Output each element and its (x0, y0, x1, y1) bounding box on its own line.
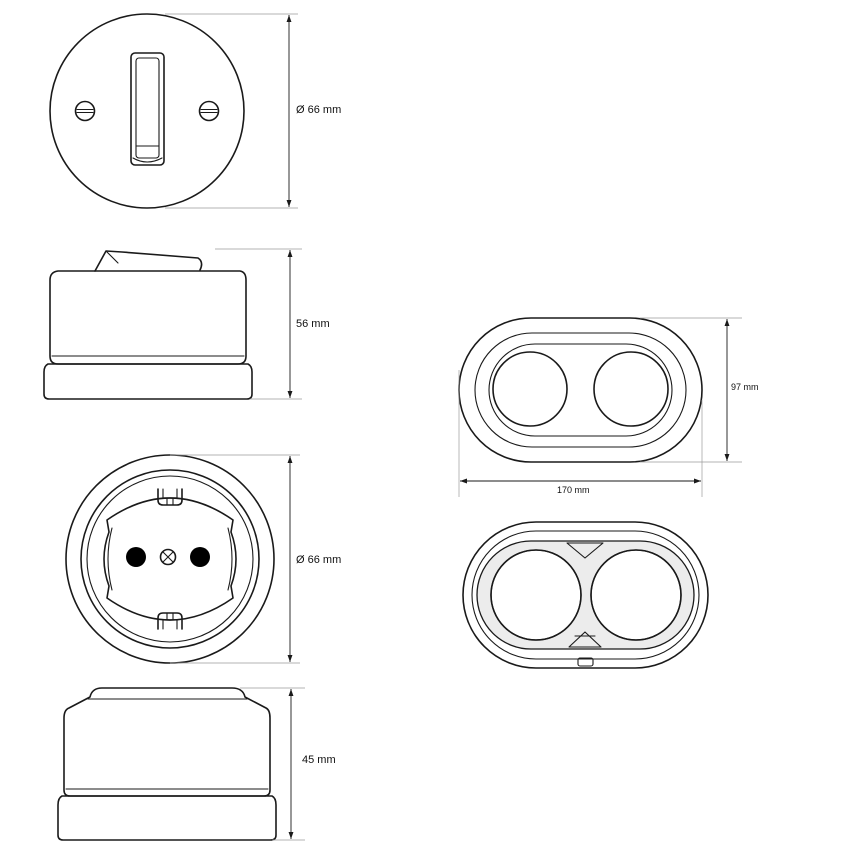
switch-base (43, 363, 253, 400)
rocker-lever (94, 250, 203, 272)
center-screw (159, 548, 177, 566)
socket-recess (103, 497, 237, 621)
frame-back-notch (577, 657, 594, 667)
switch-front-view (49, 13, 298, 209)
socket-front-dimension (170, 454, 300, 664)
switch-side-dimension-label: 56 mm (296, 318, 330, 330)
ground-clip-bottom (157, 612, 183, 630)
switch-cap (49, 270, 247, 365)
frame-opening-right (593, 351, 669, 427)
double-frame-front-view (458, 317, 742, 497)
pin-hole-left (126, 547, 146, 567)
frame-opening-left (492, 351, 568, 427)
switch-side-view (43, 248, 302, 400)
frame-back-outline (462, 521, 709, 669)
socket-side-dimension-label: 45 mm (302, 754, 336, 766)
frame-height-dimension (640, 317, 742, 463)
switch-front-dimension (165, 13, 298, 209)
ground-clip-top (157, 488, 183, 506)
frame-height-dimension-label: 97 mm (731, 382, 759, 392)
triangle-marker-top (566, 542, 604, 559)
switch-base-outline (49, 13, 245, 209)
socket-front-dimension-label: Ø 66 mm (296, 554, 342, 566)
switch-front-dimension-label: Ø 66 mm (296, 104, 342, 116)
socket-cap (63, 687, 271, 797)
triangle-marker-bottom (568, 631, 602, 648)
frame-width-dimension (458, 370, 703, 497)
pin-hole-right (190, 547, 210, 567)
socket-side-view (57, 687, 305, 841)
toggle-lever (130, 52, 165, 166)
frame-back-ring-left (490, 549, 582, 641)
frame-back-ring-right (590, 549, 682, 641)
socket-side-dimension (240, 687, 305, 841)
switch-side-dimension (215, 248, 302, 400)
screw-left (74, 100, 96, 122)
frame-width-dimension-label: 170 mm (557, 485, 590, 495)
screw-right (198, 100, 220, 122)
frame-outer-outline (458, 317, 703, 463)
socket-front-view (65, 454, 300, 664)
socket-base (57, 795, 277, 841)
double-frame-back-view (462, 521, 709, 669)
